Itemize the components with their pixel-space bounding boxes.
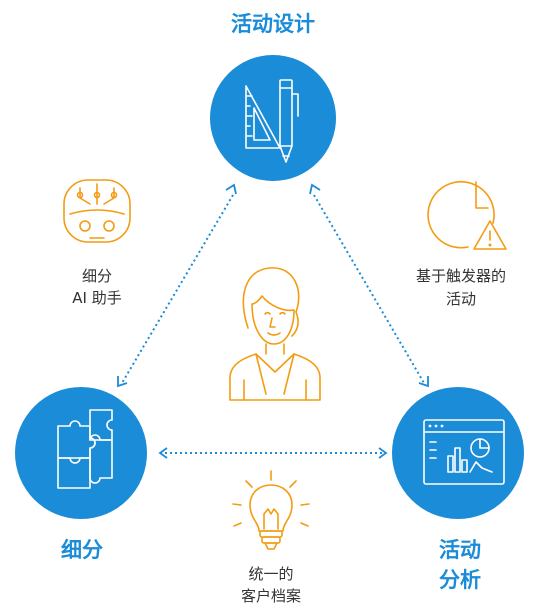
clock-warning-icon xyxy=(427,180,507,250)
customer-person-icon xyxy=(229,267,321,401)
analysis-node-label-line2: 分析 xyxy=(439,568,481,592)
profile-item-label-line1: 统一的 xyxy=(248,565,293,583)
profile-item-label-line2: 客户档案 xyxy=(241,587,301,605)
ruler-pencil-icon xyxy=(245,79,299,163)
segment-node-label: 细分 xyxy=(61,538,103,562)
lightbulb-icon xyxy=(232,470,310,550)
segment-node-circle xyxy=(15,387,147,519)
robot-head-icon xyxy=(63,179,131,243)
analysis-node xyxy=(392,387,524,519)
trigger-item-label-line2: 活动 xyxy=(446,290,476,308)
connector-design-analysis xyxy=(309,183,429,388)
ai-item-label-line1: 细分 xyxy=(82,267,112,285)
ai-item-label-line2: AI 助手 xyxy=(72,289,121,307)
design-node-circle xyxy=(210,55,336,181)
analytics-dashboard-icon xyxy=(423,419,505,485)
puzzle-icon xyxy=(57,409,113,489)
design-node-label: 活动设计 xyxy=(231,12,315,36)
trigger-item-label-line1: 基于触发器的 xyxy=(416,267,506,285)
analysis-node-label-line1: 活动 xyxy=(439,538,481,562)
connector-design-segment xyxy=(117,183,237,388)
connector-segment-analysis xyxy=(158,447,388,459)
segment-node xyxy=(15,387,147,519)
design-node xyxy=(210,55,336,181)
